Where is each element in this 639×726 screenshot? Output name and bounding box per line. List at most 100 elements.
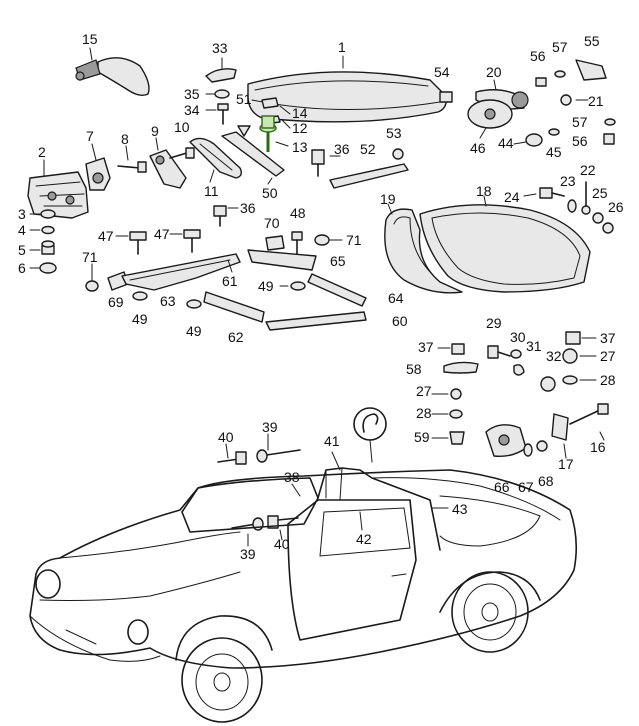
label-55[interactable]: 55	[584, 33, 600, 49]
label-42[interactable]: 42	[356, 531, 372, 547]
label-51[interactable]: 51	[236, 91, 252, 107]
nut-5-part[interactable]	[41, 240, 55, 255]
label-30[interactable]: 30	[510, 329, 526, 345]
label-68[interactable]: 68	[538, 473, 554, 489]
label-26[interactable]: 26	[608, 199, 624, 215]
roof-panel-part[interactable]	[247, 71, 448, 123]
cap-6-part[interactable]	[39, 262, 57, 274]
mirror-part[interactable]	[75, 57, 150, 97]
nut-27-left-part[interactable]	[450, 388, 462, 400]
label-40-lower[interactable]: 40	[274, 536, 290, 552]
plate-46-part[interactable]	[467, 99, 513, 129]
rear-window-18-part[interactable]	[419, 204, 591, 293]
bolt-29-part[interactable]	[487, 345, 511, 359]
label-37-left[interactable]: 37	[418, 339, 434, 355]
label-67[interactable]: 67	[518, 479, 534, 495]
plate-17-part[interactable]	[551, 413, 569, 441]
label-11[interactable]: 11	[204, 183, 219, 199]
label-60[interactable]: 60	[392, 313, 408, 329]
label-36-upper[interactable]: 36	[334, 141, 350, 157]
label-71-right[interactable]: 71	[346, 232, 362, 248]
label-34[interactable]: 34	[184, 102, 200, 118]
washer-35-part[interactable]	[214, 89, 230, 99]
pin-22-part[interactable]	[581, 181, 591, 215]
label-20[interactable]: 20	[486, 64, 502, 80]
washer-3-part[interactable]	[40, 209, 56, 219]
label-25[interactable]: 25	[592, 185, 608, 201]
clip-36-lower-part[interactable]	[213, 205, 227, 227]
rail-65-part[interactable]	[247, 249, 317, 271]
label-53[interactable]: 53	[386, 125, 402, 141]
bushing-44-part[interactable]	[525, 133, 543, 147]
nut-25-part[interactable]	[592, 212, 604, 224]
bolt-56-upper-part[interactable]	[535, 77, 547, 87]
label-27-right[interactable]: 27	[600, 348, 616, 364]
label-59[interactable]: 59	[414, 429, 430, 445]
label-35[interactable]: 35	[184, 86, 200, 102]
label-19[interactable]: 19	[380, 191, 396, 207]
label-56-lower[interactable]: 56	[572, 133, 588, 149]
label-21[interactable]: 21	[588, 93, 604, 109]
bracket-54-part[interactable]	[439, 91, 453, 103]
label-49-right[interactable]: 49	[258, 278, 274, 294]
washer-49-right-part[interactable]	[290, 281, 306, 291]
label-22[interactable]: 22	[580, 162, 596, 178]
label-39-lower[interactable]: 39	[240, 546, 256, 562]
label-8[interactable]: 8	[121, 131, 129, 147]
label-61[interactable]: 61	[222, 273, 238, 289]
clip-31-part[interactable]	[513, 364, 525, 376]
pin-48-part[interactable]	[291, 231, 303, 255]
label-63[interactable]: 63	[160, 293, 176, 309]
trim-strip-52-part[interactable]	[329, 163, 409, 189]
rail-60-part[interactable]	[265, 311, 367, 331]
handle-grip-part[interactable]	[189, 137, 243, 179]
label-48[interactable]: 48	[290, 205, 306, 221]
label-36-lower[interactable]: 36	[240, 200, 256, 216]
label-6[interactable]: 6	[18, 260, 26, 276]
window-frame-19-part[interactable]	[384, 208, 463, 294]
label-50[interactable]: 50	[262, 185, 278, 201]
label-57-lower[interactable]: 57	[572, 114, 588, 130]
label-4[interactable]: 4	[18, 222, 26, 238]
clip-37-right-part[interactable]	[565, 331, 581, 345]
washer-4-part[interactable]	[41, 225, 55, 235]
label-47-left[interactable]: 47	[98, 228, 114, 244]
pin-47-right-part[interactable]	[183, 229, 201, 253]
label-16[interactable]: 16	[590, 439, 606, 455]
clip-36-upper-part[interactable]	[311, 149, 325, 177]
screw-68-part[interactable]	[536, 440, 548, 452]
label-56-upper[interactable]: 56	[530, 48, 546, 64]
label-39-upper[interactable]: 39	[262, 419, 278, 435]
label-18[interactable]: 18	[476, 183, 492, 199]
pin-47-left-part[interactable]	[129, 231, 147, 255]
washer-49-left-part[interactable]	[132, 291, 148, 301]
plug-71-right-part[interactable]	[314, 234, 330, 246]
label-14[interactable]: 14	[292, 105, 308, 121]
rail-64-part[interactable]	[307, 273, 367, 307]
clip-59-part[interactable]	[449, 431, 465, 445]
bolt-34-part[interactable]	[217, 103, 229, 125]
washer-28-left-part[interactable]	[449, 409, 463, 419]
label-10[interactable]: 10	[174, 119, 190, 135]
latch-66-part[interactable]	[485, 424, 527, 458]
bolt-56-lower-part[interactable]	[603, 133, 615, 145]
label-2[interactable]: 2	[38, 144, 46, 160]
label-31[interactable]: 31	[526, 338, 542, 354]
washer-49-mid-part[interactable]	[186, 299, 202, 309]
label-70[interactable]: 70	[264, 215, 280, 231]
label-46[interactable]: 46	[470, 140, 486, 156]
bolt-39-upper-part[interactable]	[256, 449, 301, 463]
handle-base-part[interactable]	[85, 157, 111, 191]
clip-45-part[interactable]	[548, 128, 560, 136]
label-12[interactable]: 12	[292, 120, 308, 136]
label-5[interactable]: 5	[18, 242, 26, 258]
handle-58-part[interactable]	[443, 361, 479, 374]
label-15[interactable]: 15	[82, 31, 98, 47]
lever-9-part[interactable]	[149, 149, 187, 189]
label-52[interactable]: 52	[360, 141, 376, 157]
label-49-mid[interactable]: 49	[186, 323, 202, 339]
pin-21-part[interactable]	[560, 94, 572, 106]
label-28-left[interactable]: 28	[416, 405, 432, 421]
label-32[interactable]: 32	[546, 348, 562, 364]
label-9[interactable]: 9	[151, 123, 159, 139]
